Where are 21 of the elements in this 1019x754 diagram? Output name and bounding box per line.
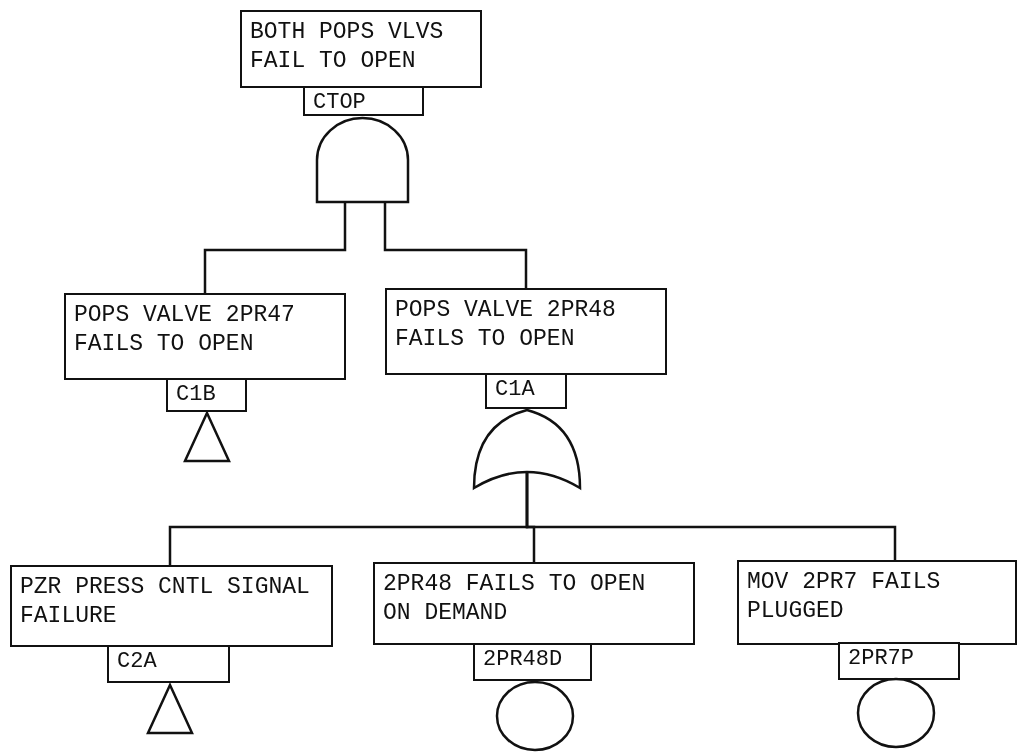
event-box: 2PR48 FAILS TO OPEN ON DEMAND [373, 562, 695, 645]
connector-line [383, 203, 528, 288]
connector-line [525, 472, 897, 560]
basic-event-circle [856, 677, 936, 749]
event-code-label: 2PR48D [473, 643, 592, 681]
or-gate-symbol [472, 408, 582, 490]
event-box: BOTH POPS VLVS FAIL TO OPEN [240, 10, 482, 88]
transfer-triangle [146, 683, 194, 735]
event-box: MOV 2PR7 FAILS PLUGGED [737, 560, 1017, 645]
event-code-label: C1B [166, 378, 247, 412]
event-code-label: CTOP [303, 86, 424, 116]
event-box: POPS VALVE 2PR48 FAILS TO OPEN [385, 288, 667, 375]
connector-line [203, 203, 347, 293]
event-box: PZR PRESS CNTL SIGNAL FAILURE [10, 565, 333, 647]
and-gate-symbol [315, 116, 410, 204]
event-code-label: C1A [485, 373, 567, 409]
event-code-label: C2A [107, 645, 230, 683]
basic-event-circle [495, 680, 575, 752]
transfer-triangle [183, 411, 231, 463]
event-code-label: 2PR7P [838, 642, 960, 680]
event-box: POPS VALVE 2PR47 FAILS TO OPEN [64, 293, 346, 380]
